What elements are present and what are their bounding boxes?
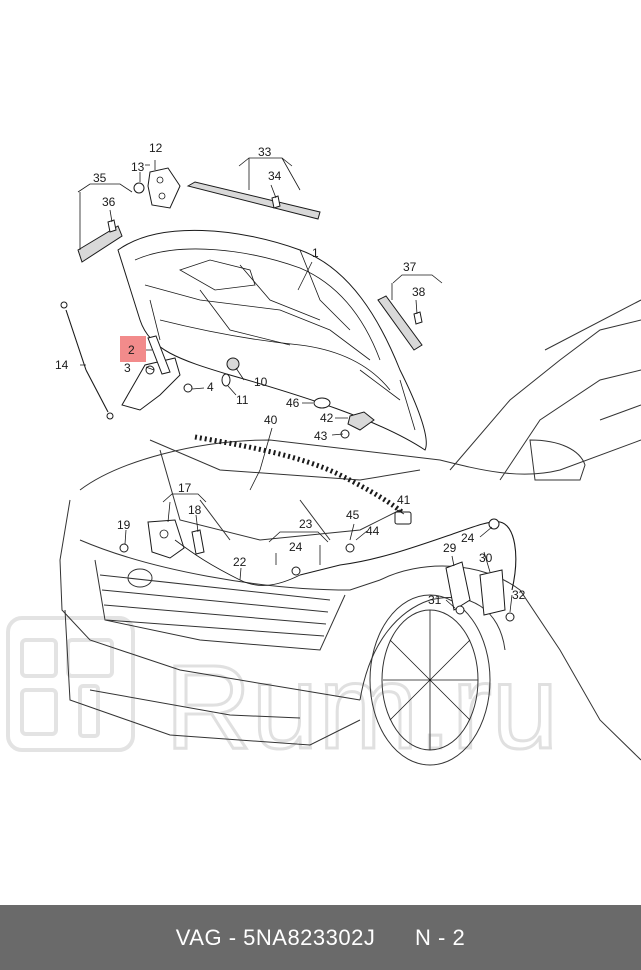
callout-23: 23 [299,517,313,531]
callout-35: 35 [93,171,107,185]
part-info-bar: VAG - 5NA823302J N - 2 [0,905,641,970]
callout-17: 17 [178,481,192,495]
callout-32: 32 [512,588,526,602]
nut [133,182,145,194]
watermark-logo-icon [20,638,58,678]
o-ring [221,373,231,387]
highlight-box [120,336,146,362]
watermark-logo-icon [78,684,100,738]
callout-18: 18 [188,503,202,517]
diagram-position: N - 2 [415,924,466,950]
hood-hinge [121,335,193,411]
callout-29: 29 [443,541,457,555]
callouts: 1 2 3 4 10 11 12 13 14 17 18 19 22 23 24… [55,141,526,607]
watermark-logo-icon [20,688,58,736]
callout-24-right: 24 [461,531,475,545]
clip [505,612,515,622]
cable-clip [345,543,355,553]
sensor [191,529,205,555]
hood-lock-cover [347,411,375,431]
cable-clip [488,518,500,530]
handle-bracket [479,569,506,616]
callout-12: 12 [149,141,163,155]
cable-clip [291,566,301,576]
callout-37: 37 [403,260,417,274]
parts-diagram: Rum.ru [6,141,641,776]
callout-31: 31 [428,593,442,607]
hood-side-strip-right [377,295,423,351]
callout-22: 22 [233,555,247,569]
callout-46: 46 [286,396,300,410]
callout-36: 36 [102,195,116,209]
release-cable [299,521,517,591]
callout-14: 14 [55,358,69,372]
rubber-buffer [226,357,240,371]
part-number: 5NA823302J [243,924,376,950]
watermark: Rum.ru [6,616,560,776]
callout-11: 11 [236,393,249,407]
callout-38: 38 [412,285,426,299]
brand-label: VAG [175,924,223,950]
watermark-logo-frame [6,616,135,752]
leader-lines [77,157,513,613]
callout-1: 1 [312,246,319,260]
callout-4: 4 [207,380,214,394]
car-body [59,299,641,766]
watermark-text: Rum.ru [165,640,558,774]
gas-strut [60,301,114,420]
engine-bay-seal [194,434,407,517]
callout-19: 19 [117,518,131,532]
callout-30: 30 [479,551,493,565]
hood [117,229,427,451]
callout-44: 44 [366,524,380,538]
callout-24-left: 24 [289,540,303,554]
callout-45: 45 [346,508,360,522]
hood-seal-strip [186,181,321,220]
bolt [119,543,129,553]
spacer [375,925,415,951]
hood-hinge-bracket [147,167,181,209]
clip [271,195,281,209]
callout-33: 33 [258,145,272,159]
hood-side-strip-left [77,225,123,263]
callout-13: 13 [131,160,145,174]
bolt [455,605,465,615]
grommet [313,397,331,409]
release-handle [445,561,471,611]
callout-42: 42 [320,411,334,425]
callout-34: 34 [268,169,282,183]
callout-3: 3 [124,361,131,375]
seal-bracket [394,511,412,525]
callout-41: 41 [397,493,411,507]
callout-43: 43 [314,429,328,443]
clip [413,311,423,325]
separator: - [222,924,244,950]
callout-10: 10 [254,375,268,389]
callout-40: 40 [264,413,278,427]
callout-2: 2 [128,343,135,357]
hood-lock [147,519,301,586]
